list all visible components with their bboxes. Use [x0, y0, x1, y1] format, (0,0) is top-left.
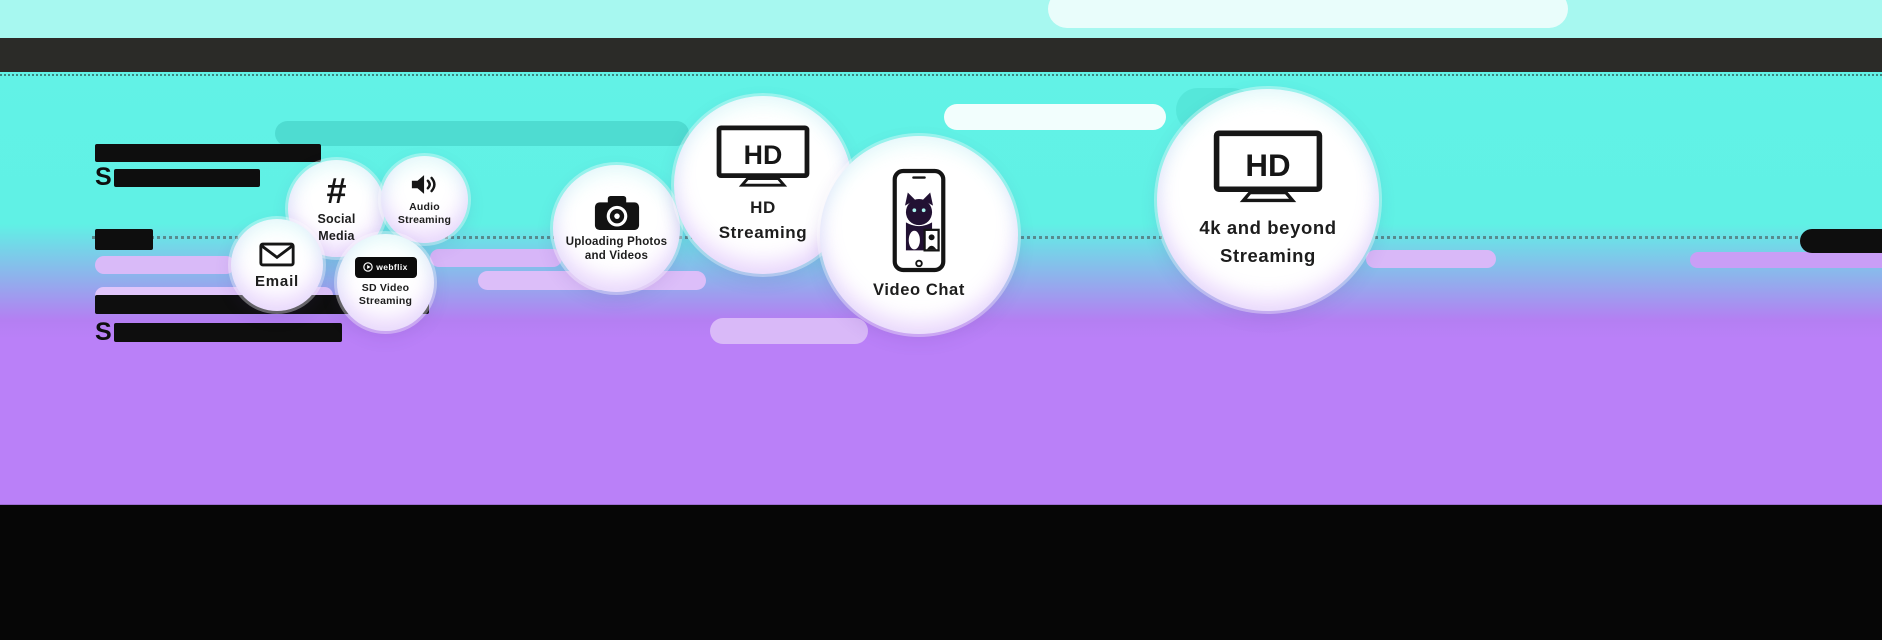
footer-band [0, 505, 1882, 640]
decor-pill [1690, 252, 1882, 268]
bubble-label: 4k and beyond Streaming [1199, 217, 1337, 266]
camera-icon [594, 195, 639, 230]
tier-top-text-line2: S [95, 165, 260, 190]
decor-pill [1048, 0, 1568, 28]
tier-bottom-initial: S [95, 318, 112, 346]
tv-hd-icon: HD [1213, 130, 1323, 203]
bubble-uploading-photos: Uploading Photos and Videos [553, 165, 680, 292]
bubble-audio-streaming: Audio Streaming [381, 156, 468, 243]
bubble-label: Audio Streaming [397, 200, 452, 226]
bubble-4k-streaming: HD 4k and beyond Streaming [1157, 89, 1379, 311]
webflix-badge-icon: webflix [354, 256, 417, 278]
tier-bottom-text-line2: S [95, 320, 342, 345]
tier-mid-text [95, 229, 153, 250]
hashtag-icon: # [326, 170, 347, 212]
bubble-video-chat: Video Chat [820, 136, 1018, 334]
bubble-label: Email [254, 272, 300, 290]
decor-pill [710, 318, 868, 344]
decor-pill [944, 104, 1166, 130]
tier-top-text-line1 [95, 144, 321, 162]
bubble-label: Uploading Photos and Videos [565, 235, 668, 262]
blocked-text-bar [95, 229, 153, 250]
blocked-text-bar [95, 144, 321, 162]
bubble-label: Social Media [317, 212, 356, 243]
speaker-icon [411, 175, 436, 194]
decor-pill [430, 249, 562, 267]
decor-pill [95, 256, 235, 274]
video-chat-phone-icon [892, 168, 946, 272]
bubble-sd-video-streaming: webflix SD Video Streaming [337, 234, 434, 331]
decor-pill [1366, 250, 1496, 268]
bubble-label: HD Streaming [718, 197, 808, 242]
webflix-badge-text: webflix [376, 262, 408, 273]
bubble-label: Video Chat [873, 280, 965, 299]
header-bar [0, 38, 1882, 72]
right-edge-bar [1800, 229, 1882, 253]
blocked-text-bar [113, 323, 342, 342]
envelope-icon [259, 242, 295, 266]
play-circle-icon [363, 262, 373, 273]
tv-hd-icon: HD [716, 125, 810, 187]
decor-pill [275, 121, 689, 146]
bubble-label: SD Video Streaming [358, 281, 413, 307]
tv-screen-text: HD [1245, 148, 1290, 183]
bubble-email: Email [231, 219, 323, 311]
tier-top-initial: S [95, 163, 112, 191]
blocked-text-bar [113, 168, 260, 187]
dotted-divider-top [0, 74, 1882, 76]
tv-screen-text: HD [744, 140, 783, 170]
